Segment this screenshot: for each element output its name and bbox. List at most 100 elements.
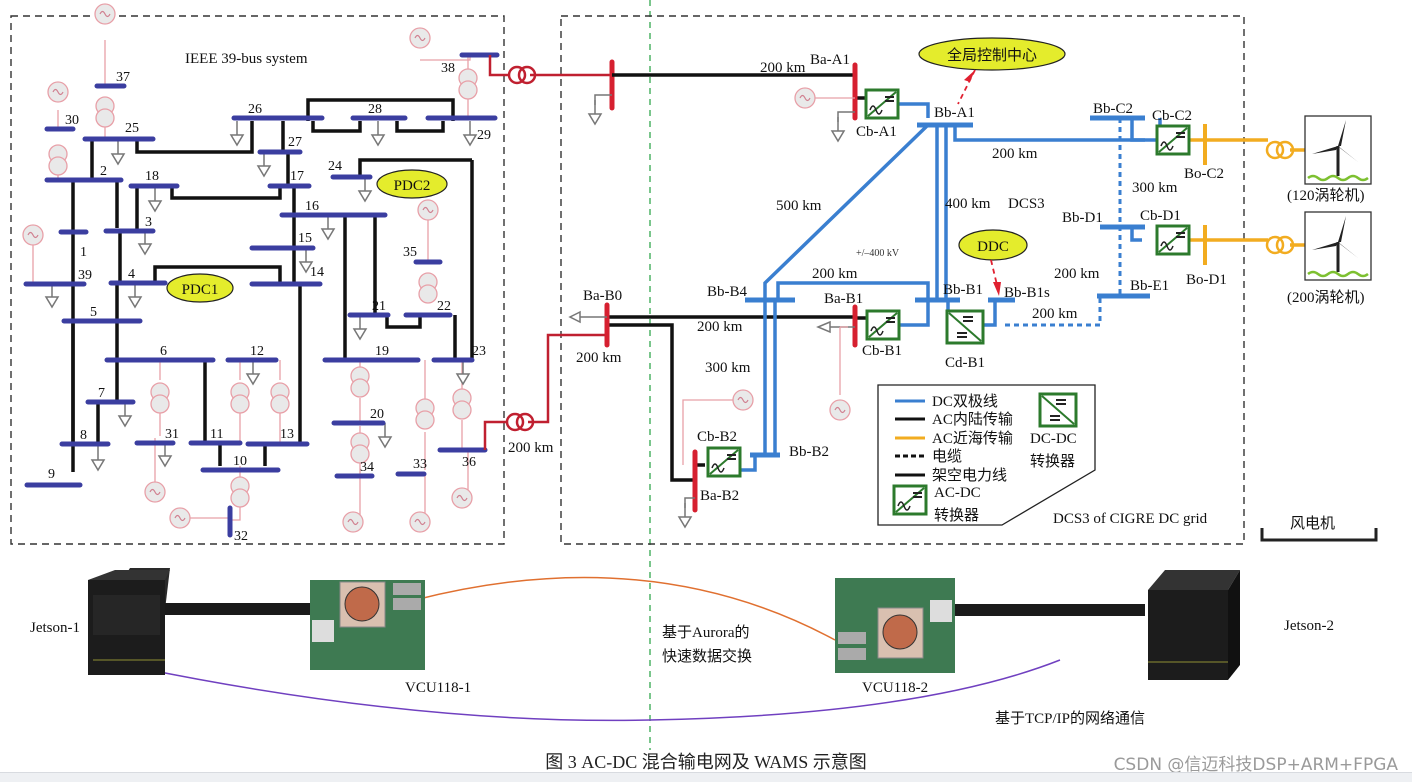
bus-label: 20 <box>370 407 384 422</box>
bus-label: 29 <box>477 128 491 143</box>
distance-label: 500 km <box>776 198 822 214</box>
converter-cb-d1[interactable] <box>1155 224 1191 256</box>
turbine2-label: (200涡轮机) <box>1287 289 1365 306</box>
converter-cb-a1[interactable] <box>864 88 900 120</box>
aurora-link <box>414 576 836 641</box>
bus-label: 13 <box>280 427 294 442</box>
node-label: Bb-B1s <box>1004 285 1050 301</box>
node-label: Bb-B2 <box>789 444 829 460</box>
ieee-title: IEEE 39-bus system <box>185 51 308 67</box>
ddc-label: DDC <box>977 239 1009 255</box>
node-label: Cb-C2 <box>1152 108 1192 124</box>
voltage-label: +/–400 kV <box>856 248 900 259</box>
figure-caption: 图 3 AC-DC 混合输电网及 WAMS 示意图 <box>545 752 867 772</box>
jetson-2-device[interactable] <box>1148 570 1240 680</box>
wind-group-bracket: 风电机 <box>1260 515 1378 542</box>
wind-turbine-200[interactable] <box>1303 210 1373 282</box>
aurora-label-2: 快速数据交换 <box>662 647 752 665</box>
jetson-1-device[interactable] <box>88 568 310 675</box>
bus-label: 12 <box>250 344 264 359</box>
node-label: Bb-C2 <box>1093 101 1133 117</box>
jetson-1-label: Jetson-1 <box>30 620 80 636</box>
dcs3-box <box>560 15 1245 545</box>
aurora-label-1: 基于Aurora的 <box>662 624 749 641</box>
node-label: Bb-B1 <box>943 282 983 298</box>
vcu118-1-board[interactable] <box>310 580 425 670</box>
watermark: CSDN @信迈科技DSP+ARM+FPGA <box>1113 755 1398 775</box>
distance-label: 300 km <box>705 360 751 376</box>
converter-cb-b1[interactable] <box>865 309 901 341</box>
converter-cb-b2[interactable] <box>706 446 742 478</box>
ac-lines-b <box>607 315 855 482</box>
converter-cb-c2[interactable] <box>1155 124 1191 156</box>
legend: DC双极线 AC内陆传输 AC近海传输 电缆 架空电力线 AC-DC 转换器 D… <box>877 384 1096 526</box>
distance-label: 200 km <box>1032 306 1078 322</box>
node-label: Ba-B1 <box>824 291 863 307</box>
tcp-link <box>139 659 1061 722</box>
bus-label: 34 <box>360 460 374 475</box>
distance-label: 300 km <box>1132 180 1178 196</box>
bus-label: 35 <box>403 245 417 260</box>
legend-label: 电缆 <box>932 448 962 465</box>
bus-label: 15 <box>298 231 312 246</box>
global-control-center[interactable]: 全局控制中心 <box>918 37 1066 71</box>
bus-label: 22 <box>437 299 451 314</box>
pdc2[interactable]: PDC2 <box>376 169 448 199</box>
node-label: Cd-B1 <box>945 355 985 371</box>
node-label: Cb-A1 <box>856 124 897 140</box>
bus-label: 27 <box>288 135 302 150</box>
legend-label: AC近海传输 <box>932 430 1013 447</box>
node-label: Cb-B2 <box>697 429 737 445</box>
jetson-2-label: Jetson-2 <box>1284 618 1334 634</box>
legend-label: AC-DC <box>934 485 981 501</box>
distance-label: 200 km <box>697 319 743 335</box>
distance-label: 400 km <box>945 196 991 212</box>
distance-label: 200 km <box>1054 266 1100 282</box>
bus-label: 1 <box>80 245 87 260</box>
distance-label: 200 km <box>508 440 554 456</box>
bus-label: 16 <box>305 199 319 214</box>
bus-label: 28 <box>368 102 382 117</box>
bus-label: 2 <box>100 164 107 179</box>
bus-label: 26 <box>248 102 262 117</box>
converter-cd-b1[interactable] <box>945 309 985 345</box>
legend-label: AC内陆传输 <box>932 411 1013 428</box>
bus-label: 11 <box>210 427 223 442</box>
link-36-ba-b0 <box>483 333 605 450</box>
bus-label: 33 <box>413 457 427 472</box>
wind-turbine-120[interactable] <box>1303 114 1373 186</box>
bus-label: 4 <box>128 267 135 282</box>
legend-label: DC-DC <box>1030 431 1077 447</box>
bus-label: 9 <box>48 467 55 482</box>
ieee-bus-labels: 1 2 3 4 5 6 7 8 9 10 11 12 13 14 15 16 1… <box>48 61 491 544</box>
legend-label: 转换器 <box>934 507 979 524</box>
distance-label: 200 km <box>576 350 622 366</box>
dcs3-title: DCS3 <box>1008 196 1045 212</box>
pdc1[interactable]: PDC1 <box>166 273 234 303</box>
bus-label: 3 <box>145 215 152 230</box>
tcp-label: 基于TCP/IP的网络通信 <box>995 710 1145 727</box>
node-label: Bo-D1 <box>1186 272 1227 288</box>
node-label: Bb-B4 <box>707 284 748 300</box>
vcu118-2-board[interactable] <box>835 578 1145 673</box>
bus-label: 32 <box>234 529 248 544</box>
node-label: Ba-B0 <box>583 288 622 304</box>
hardware-setup: Jetson-1 VCU118-1 VCU118-2 <box>30 568 1334 727</box>
legend-label: 转换器 <box>1030 453 1075 470</box>
wind-group-label: 风电机 <box>1290 515 1335 532</box>
pdc1-label: PDC1 <box>182 282 219 298</box>
node-label: Ba-B2 <box>700 488 739 504</box>
browser-bottom-bar <box>0 772 1412 782</box>
ddc[interactable]: DDC <box>958 229 1028 261</box>
dcdc-converter-icon <box>1038 392 1078 428</box>
control-center-label: 全局控制中心 <box>947 46 1037 64</box>
ieee-buses <box>23 52 500 538</box>
bus-label: 39 <box>78 268 92 283</box>
node-label: Bo-C2 <box>1184 166 1224 182</box>
bus-label: 21 <box>372 299 386 314</box>
bus-label: 19 <box>375 344 389 359</box>
bus-label: 31 <box>165 427 179 442</box>
ieee-generators <box>22 3 478 533</box>
ieee-ac-lines <box>71 98 474 472</box>
